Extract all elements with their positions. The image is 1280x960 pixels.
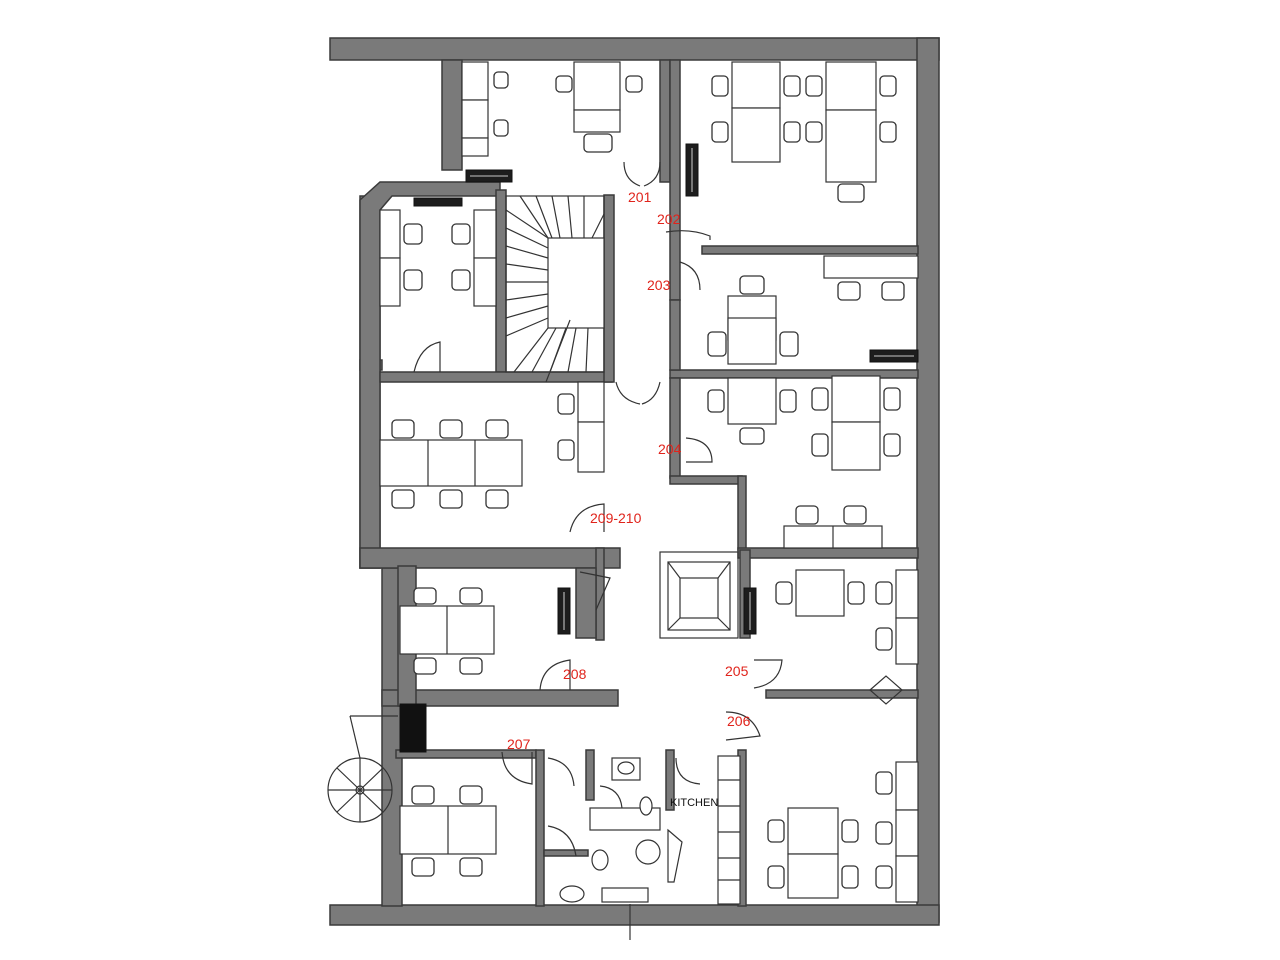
wc-fixtures bbox=[559, 755, 741, 940]
kitchen-label: KITCHEN bbox=[670, 797, 718, 809]
room-label-208: 208 bbox=[563, 666, 587, 682]
spiral-staircase bbox=[327, 715, 398, 823]
room-label-209-210: 209-210 bbox=[590, 510, 642, 526]
staircase bbox=[505, 195, 605, 383]
room-label-203: 203 bbox=[647, 277, 671, 293]
room-labels: 201 202 203 204 205 206 207 208 209-210 … bbox=[507, 189, 751, 809]
room-label-207: 207 bbox=[507, 736, 531, 752]
doors bbox=[413, 161, 903, 857]
furniture bbox=[379, 61, 919, 903]
room-label-204: 204 bbox=[658, 441, 682, 457]
room-label-205: 205 bbox=[725, 663, 749, 679]
lift bbox=[659, 551, 739, 639]
room-label-206: 206 bbox=[727, 713, 751, 729]
room-label-202: 202 bbox=[657, 211, 681, 227]
radiators bbox=[413, 143, 919, 635]
room-label-201: 201 bbox=[628, 189, 652, 205]
walls bbox=[329, 37, 940, 926]
